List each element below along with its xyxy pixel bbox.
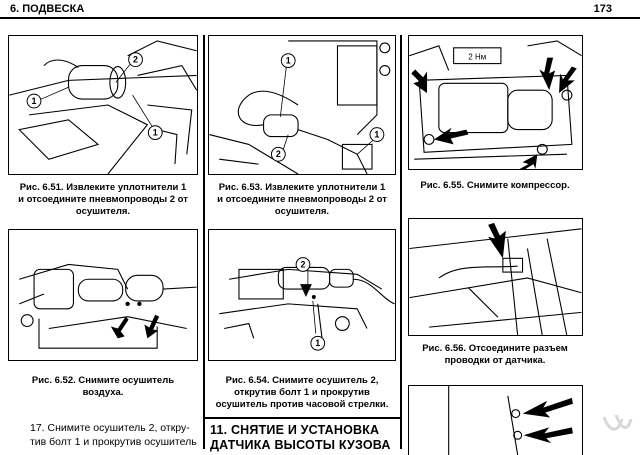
caption-line: осушителя. [274,206,330,217]
caption-6-55: Рис. 6.55. Снимите компрессор. [405,180,585,192]
section-title-header: 6. ПОДВЕСКА [10,3,85,15]
figure-6-51: 2 1 1 [8,35,198,175]
column-divider-right [400,35,402,449]
caption-line: и отсоедините пневмопроводы 2 от [217,194,387,205]
caption-line: воздуха. [82,387,124,398]
caption-line: осушителя. [75,206,131,217]
figure-6-55: 2 Нм [408,35,583,170]
page-number: 173 [593,3,612,15]
watermark-logo [602,414,633,431]
figure-6-51-drawing: 2 1 1 [9,40,197,174]
caption-line: осушитель против часовой стрелки. [215,399,389,410]
column-divider-left [203,35,205,449]
figure-6-55-drawing: 2 Нм [409,40,582,169]
caption-line: Рис. 6.52. Снимите осушитель [31,375,175,386]
figure-6-52-drawing [19,263,197,349]
section-heading-line: 11. СНЯТИЕ И УСТАНОВКА [210,423,380,437]
header-rule [0,17,640,19]
torque-label: 2 Нм [468,53,486,62]
section-rule [204,417,400,419]
figure-6-54: 2 1 [208,229,396,361]
callout-1: 1 [315,338,320,348]
caption-line: Рис. 6.54. Снимите осушитель 2, [225,375,379,386]
callout-1b: 1 [153,128,158,138]
figure-6-53-drawing: 1 2 1 [209,40,391,174]
caption-line: проводки от датчика. [444,355,546,366]
caption-6-54: Рис. 6.54. Снимите осушитель 2, открутив… [204,375,400,411]
figure-6-54-drawing: 2 1 [219,257,395,351]
caption-line: Рис. 6.51. Извлеките уплотнители 1 [19,182,187,193]
paragraph-step-17: 17. Снимите осушитель 2, откру- тив болт… [30,421,200,449]
caption-line: Рис. 6.56. Отсоедините разъем [422,343,568,354]
callout-2: 2 [133,55,138,65]
figure-partial-drawing [448,386,573,455]
caption-6-51: Рис. 6.51. Извлеките уплотнители 1 и отс… [8,182,198,218]
callout-2: 2 [276,149,281,159]
caption-line: и отсоедините пневмопроводы 2 от [18,194,188,205]
callout-1a: 1 [32,96,37,106]
caption-6-53: Рис. 6.53. Извлеките уплотнители 1 и отс… [206,182,398,218]
callout-1a: 1 [286,56,291,66]
caption-line: Рис. 6.55. Снимите компрессор. [420,180,570,191]
figure-6-53: 1 2 1 [208,35,396,175]
callout-1b: 1 [374,130,379,140]
caption-6-56: Рис. 6.56. Отсоедините разъем проводки о… [405,343,585,367]
caption-line: Рис. 6.53. Извлеките уплотнители 1 [218,182,386,193]
caption-line: открутив болт 1 и прокрутив [234,387,370,398]
paragraph-line: 17. Снимите осушитель 2, откру- [30,422,190,434]
paragraph-line: тив болт 1 и прокрутив осушитель [30,436,197,448]
page-header: 6. ПОДВЕСКА 173 [0,0,640,22]
callout-2: 2 [301,259,306,269]
figure-6-52 [8,229,198,361]
figure-partial-bottom [408,385,583,455]
figure-6-56 [408,218,583,336]
caption-6-52: Рис. 6.52. Снимите осушитель воздуха. [8,375,198,399]
figure-6-56-drawing [409,222,582,335]
section-heading-line: ДАТЧИКА ВЫСОТЫ КУЗОВА [210,438,391,452]
